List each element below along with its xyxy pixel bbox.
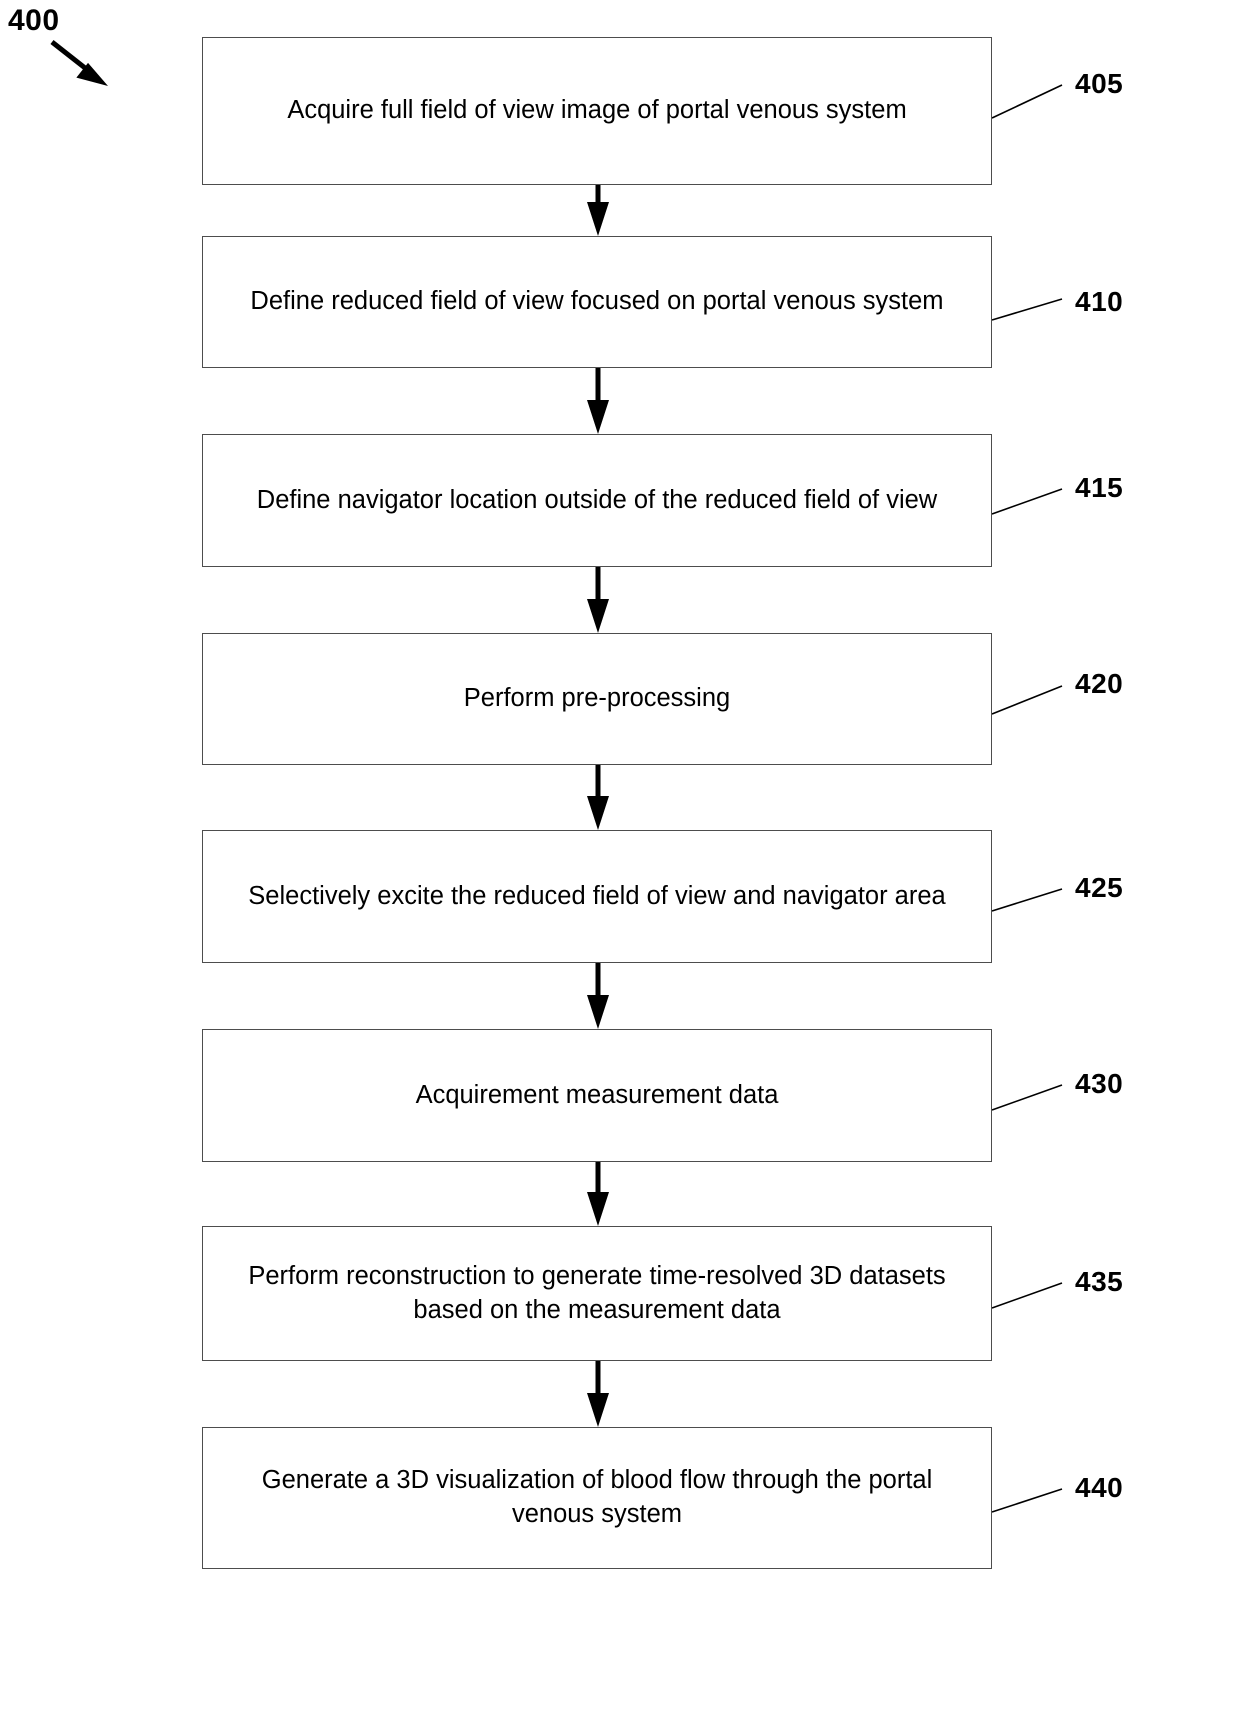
flow-step-box-430: Acquirement measurement data (202, 1029, 992, 1162)
connector-arrowhead (587, 1192, 609, 1226)
flow-step-text-410: Define reduced field of view focused on … (250, 287, 944, 316)
leader-line-415 (991, 488, 1063, 515)
figure-number-400: 400 (8, 4, 60, 37)
leader-line-440 (991, 1488, 1063, 1513)
leader-line-430 (991, 1084, 1063, 1111)
figure-arrow-shaft (50, 40, 91, 74)
leader-line-420 (991, 685, 1063, 715)
leader-line-410 (991, 298, 1063, 321)
connector-arrowhead (587, 400, 609, 434)
reference-number-415: 415 (1075, 472, 1124, 503)
connector-arrowhead (587, 1393, 609, 1427)
flow-step-text-435: Perform reconstruction to generate time-… (248, 1261, 946, 1324)
reference-number-430: 430 (1075, 1068, 1124, 1099)
flow-step-text-425: Selectively excite the reduced field of … (248, 881, 946, 910)
flow-step-box-415: Define navigator location outside of the… (202, 434, 992, 567)
flow-step-box-410: Define reduced field of view focused on … (202, 236, 992, 368)
leader-line-435 (991, 1282, 1063, 1309)
reference-number-420: 420 (1075, 668, 1124, 699)
connector-arrowhead (587, 796, 609, 830)
flow-step-text-420: Perform pre-processing (463, 684, 731, 713)
flow-step-box-405: Acquire full field of view image of port… (202, 37, 992, 185)
reference-number-405: 405 (1075, 68, 1124, 99)
connector-arrowhead (587, 599, 609, 633)
flow-step-box-425: Selectively excite the reduced field of … (202, 830, 992, 963)
flow-step-box-440: Generate a 3D visualization of blood flo… (202, 1427, 992, 1569)
figure-arrow-head (76, 62, 108, 86)
leader-line-405 (991, 84, 1063, 119)
flow-step-box-435: Perform reconstruction to generate time-… (202, 1226, 992, 1361)
connector-arrowhead (587, 995, 609, 1029)
flow-step-text-440: Generate a 3D visualization of blood flo… (261, 1466, 933, 1528)
flow-step-box-420: Perform pre-processing (202, 633, 992, 765)
leader-line-425 (991, 888, 1063, 912)
reference-number-425: 425 (1075, 872, 1124, 903)
connector-arrowhead (587, 202, 609, 236)
flow-step-text-430: Acquirement measurement data (415, 1080, 779, 1109)
flow-step-text-405: Acquire full field of view image of port… (287, 96, 907, 125)
reference-number-410: 410 (1075, 286, 1124, 317)
flow-step-text-415: Define navigator location outside of the… (256, 485, 938, 514)
reference-number-440: 440 (1075, 1472, 1124, 1503)
reference-number-435: 435 (1075, 1266, 1124, 1297)
